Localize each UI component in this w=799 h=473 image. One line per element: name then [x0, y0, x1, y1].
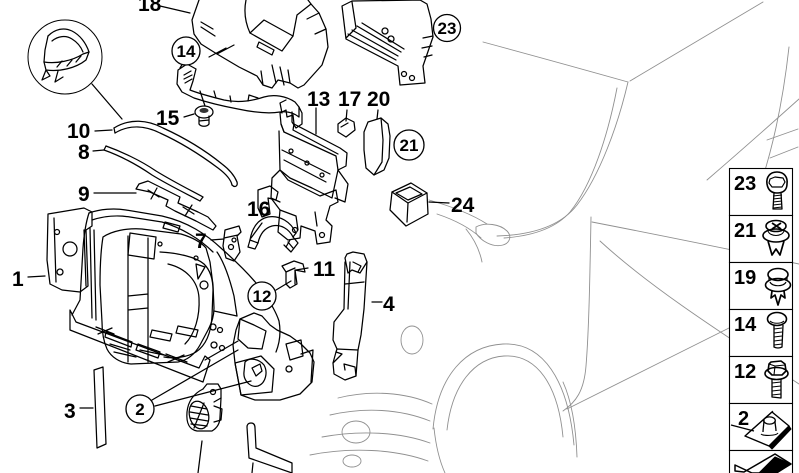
svg-text:10: 10: [67, 120, 90, 143]
svg-text:1: 1: [12, 268, 24, 291]
svg-text:9: 9: [78, 183, 90, 206]
svg-text:2: 2: [738, 408, 749, 430]
svg-text:3: 3: [64, 400, 76, 423]
svg-text:4: 4: [383, 293, 395, 316]
svg-text:16: 16: [247, 198, 270, 221]
svg-text:12: 12: [734, 361, 756, 383]
svg-text:24: 24: [451, 194, 475, 217]
svg-text:12: 12: [253, 287, 272, 306]
svg-text:19: 19: [734, 267, 756, 289]
svg-text:23: 23: [734, 173, 756, 195]
svg-text:18: 18: [138, 0, 162, 16]
svg-text:11: 11: [313, 258, 336, 281]
svg-text:7: 7: [195, 230, 207, 253]
svg-text:14: 14: [734, 314, 757, 336]
svg-text:2: 2: [135, 400, 144, 419]
svg-text:8: 8: [78, 141, 90, 164]
svg-text:23: 23: [438, 19, 457, 38]
svg-text:21: 21: [734, 220, 756, 242]
svg-text:14: 14: [177, 42, 196, 61]
svg-text:20: 20: [367, 88, 390, 111]
svg-text:13: 13: [307, 88, 330, 111]
svg-text:17: 17: [338, 88, 361, 111]
svg-text:15: 15: [156, 107, 180, 130]
svg-text:21: 21: [400, 136, 419, 155]
